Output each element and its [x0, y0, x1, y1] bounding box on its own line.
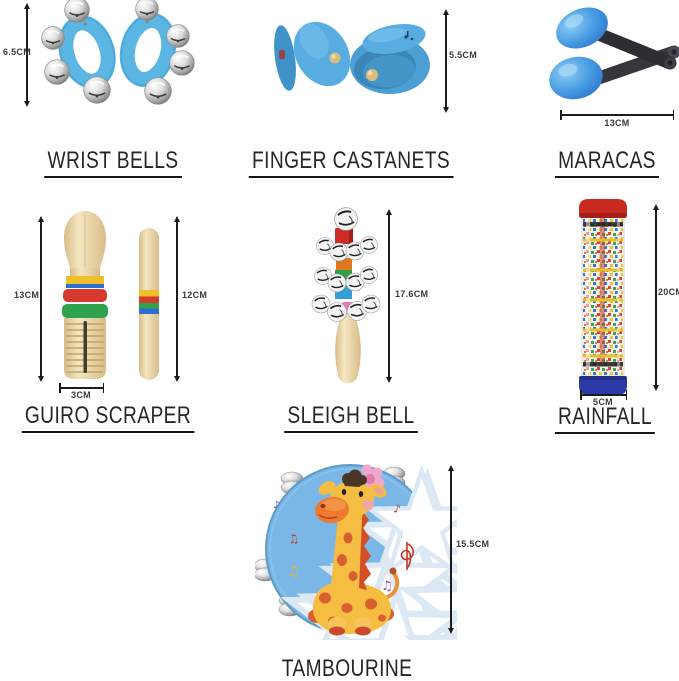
music-note-icon: ♪ — [392, 502, 401, 516]
product-label-tambourine: TAMBOURINE — [279, 656, 416, 681]
dimension-line-wrist-bells-height — [23, 3, 30, 107]
dimension-value: 17.6CM — [395, 289, 429, 299]
maraca-handles — [586, 26, 679, 87]
dimension-value: 13CM — [604, 118, 630, 128]
dimension-value: 5.5CM — [449, 50, 478, 60]
sleigh-bell-image — [311, 207, 381, 384]
dimension-line-sleigh-bell-height — [385, 209, 392, 383]
dimension-line-rainfall-width — [580, 390, 627, 400]
maraca-heads — [549, 7, 608, 100]
product-label-maracas: MARACAS — [554, 148, 660, 179]
top-bell-icon — [334, 207, 358, 231]
rainfall-blue-cap — [579, 376, 627, 395]
product-label-rainfall: RAINFALL — [554, 404, 656, 435]
guiro-stick — [139, 228, 159, 380]
wrist-band-right — [119, 12, 177, 88]
guiro-scraper-image — [62, 211, 159, 380]
dimension-line-guiro-stick-height — [173, 216, 180, 382]
music-note-icon: ♪ — [273, 500, 279, 511]
dimension-line-rainfall-height — [652, 204, 659, 391]
dimension-value: 15.5CM — [456, 539, 490, 549]
music-note-decorations: ♫ ♫ ♫ ♪ ♪ — [273, 500, 415, 594]
dimension-line-castanets-height — [442, 9, 449, 113]
guiro-body — [62, 211, 108, 379]
dimension-value: 20CM — [658, 287, 679, 297]
dimension-line-guiro-height — [37, 216, 44, 382]
product-label-sleigh-bell: SLEIGH BELL — [284, 403, 418, 434]
castanet-print — [404, 31, 414, 41]
tambourine-image: ♫ ♫ ♫ ♪ ♪ — [255, 464, 457, 640]
rainfall-image — [579, 199, 627, 395]
music-note-icon: ♫ — [287, 531, 300, 547]
dimension-value: 6.5CM — [3, 47, 32, 57]
giraffe-tuft — [342, 469, 367, 487]
product-label-finger-castanets: FINGER CASTANETS — [248, 148, 454, 179]
dimension-value: 5CM — [593, 397, 613, 407]
treble-clef-icon — [400, 542, 415, 570]
dimension-value: 13CM — [14, 290, 40, 300]
dimension-line-tambourine-height — [447, 465, 454, 634]
dimension-value: 3CM — [71, 390, 91, 400]
finger-castanets-image — [274, 21, 430, 94]
giraffe-illustration — [308, 464, 400, 636]
music-note-icon: ♫ — [381, 579, 393, 594]
sleigh-stick-segments — [335, 228, 354, 310]
music-note-icon: ♫ — [287, 564, 300, 580]
castanet-right — [350, 23, 430, 94]
product-label-wrist-bells: WRIST BELLS — [44, 148, 182, 179]
maracas-image — [549, 7, 679, 100]
dimension-line-maracas-length — [560, 110, 674, 120]
product-label-guiro-scraper: GUIRO SCRAPER — [21, 403, 195, 434]
dimension-value: 12CM — [182, 290, 208, 300]
wrist-bells-image — [41, 0, 195, 105]
castanet-left — [274, 21, 351, 91]
dimension-line-guiro-width — [59, 383, 104, 393]
sleigh-handle — [335, 313, 361, 384]
